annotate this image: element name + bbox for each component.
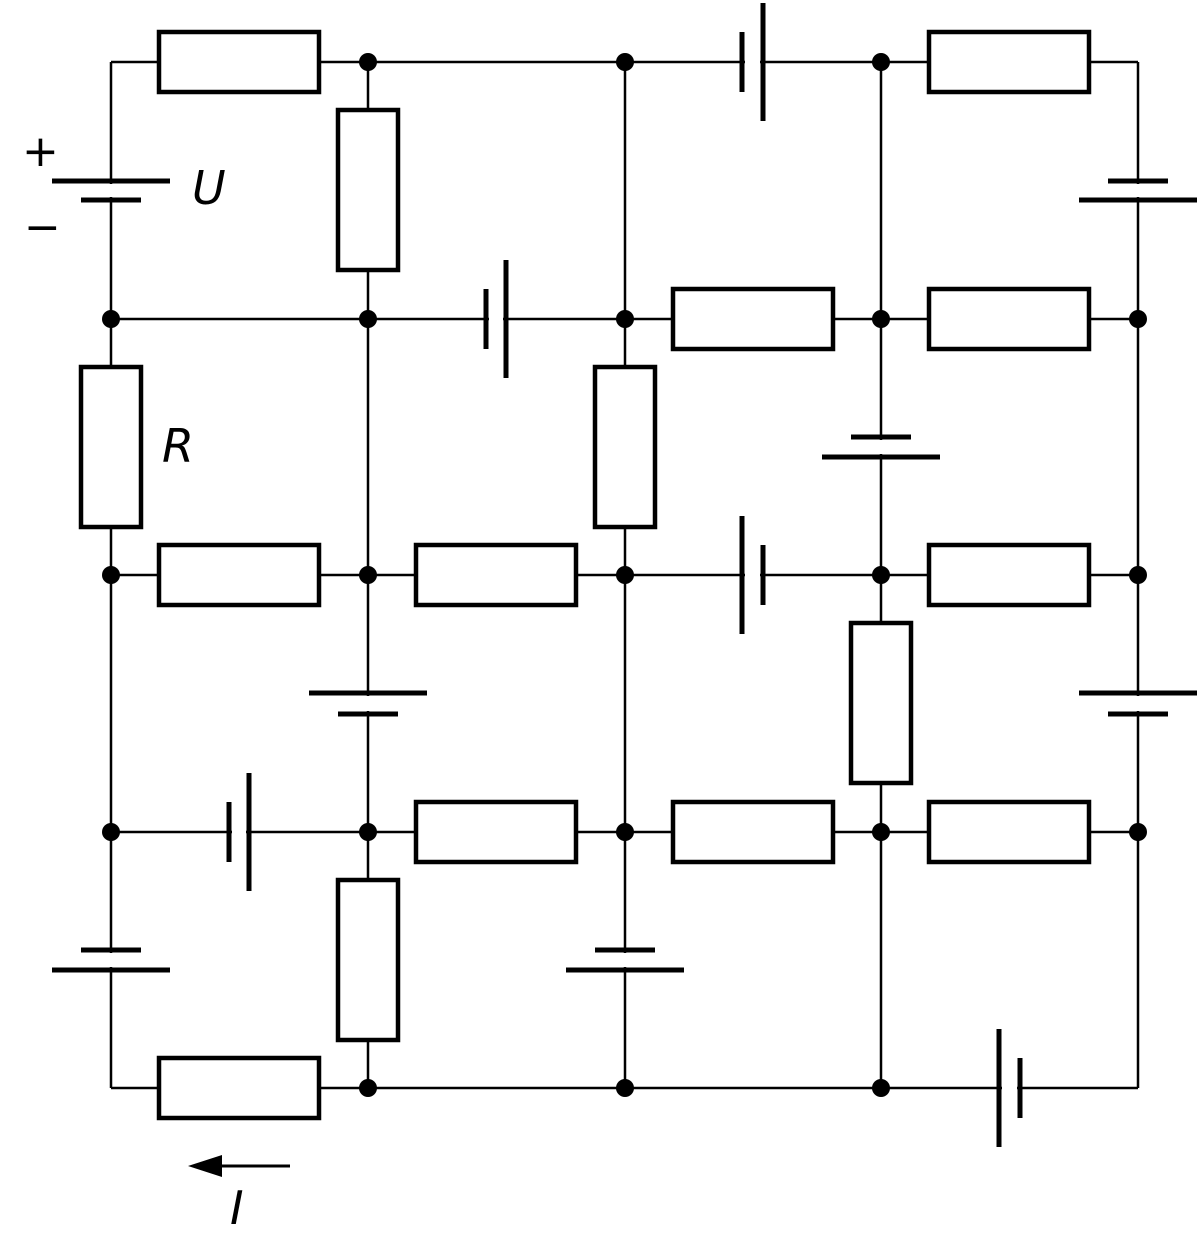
current-arrow xyxy=(188,1155,290,1177)
battery xyxy=(52,178,170,203)
junction-node xyxy=(616,823,634,841)
battery xyxy=(822,434,940,460)
junction-node xyxy=(616,566,634,584)
junction-node xyxy=(102,566,120,584)
resistor xyxy=(592,364,658,530)
junction-node xyxy=(1129,566,1147,584)
plus-sign: + xyxy=(22,126,59,177)
battery xyxy=(566,947,684,973)
resistor xyxy=(926,799,1092,865)
battery xyxy=(996,1029,1023,1147)
resistor xyxy=(413,799,579,865)
resistor xyxy=(926,542,1092,608)
resistor xyxy=(156,29,322,95)
junction-node xyxy=(359,53,377,71)
battery xyxy=(483,260,509,378)
resistor xyxy=(156,1055,322,1121)
junction-node xyxy=(616,53,634,71)
junction-node xyxy=(872,566,890,584)
resistor xyxy=(156,542,322,608)
junction-node xyxy=(872,53,890,71)
resistor xyxy=(670,799,836,865)
resistor xyxy=(848,620,914,786)
resistor xyxy=(413,542,579,608)
resistance-label: R xyxy=(162,419,194,473)
junction-node xyxy=(102,310,120,328)
battery xyxy=(1079,690,1197,717)
junction-node xyxy=(359,310,377,328)
junction-node xyxy=(359,1079,377,1097)
resistors xyxy=(78,29,1092,1121)
resistor xyxy=(335,877,401,1043)
battery xyxy=(309,690,427,717)
junction-node xyxy=(1129,823,1147,841)
junction-node xyxy=(359,823,377,841)
battery xyxy=(739,3,766,121)
junction-node xyxy=(872,310,890,328)
junction-node xyxy=(1129,310,1147,328)
battery xyxy=(226,773,252,891)
voltage-label: U xyxy=(192,161,226,215)
junction-node xyxy=(616,310,634,328)
resistor xyxy=(926,286,1092,352)
junction-node xyxy=(872,1079,890,1097)
battery xyxy=(739,516,766,634)
junction-nodes xyxy=(102,53,1147,1097)
batteries xyxy=(52,3,1197,1147)
current-label: I xyxy=(230,1181,244,1235)
resistor xyxy=(926,29,1092,95)
battery xyxy=(1079,178,1197,203)
junction-node xyxy=(872,823,890,841)
junction-node xyxy=(616,1079,634,1097)
resistor xyxy=(335,107,401,273)
minus-sign: − xyxy=(24,202,61,253)
junction-node xyxy=(359,566,377,584)
battery xyxy=(52,947,170,973)
resistor xyxy=(670,286,836,352)
junction-node xyxy=(102,823,120,841)
resistor xyxy=(78,364,144,530)
